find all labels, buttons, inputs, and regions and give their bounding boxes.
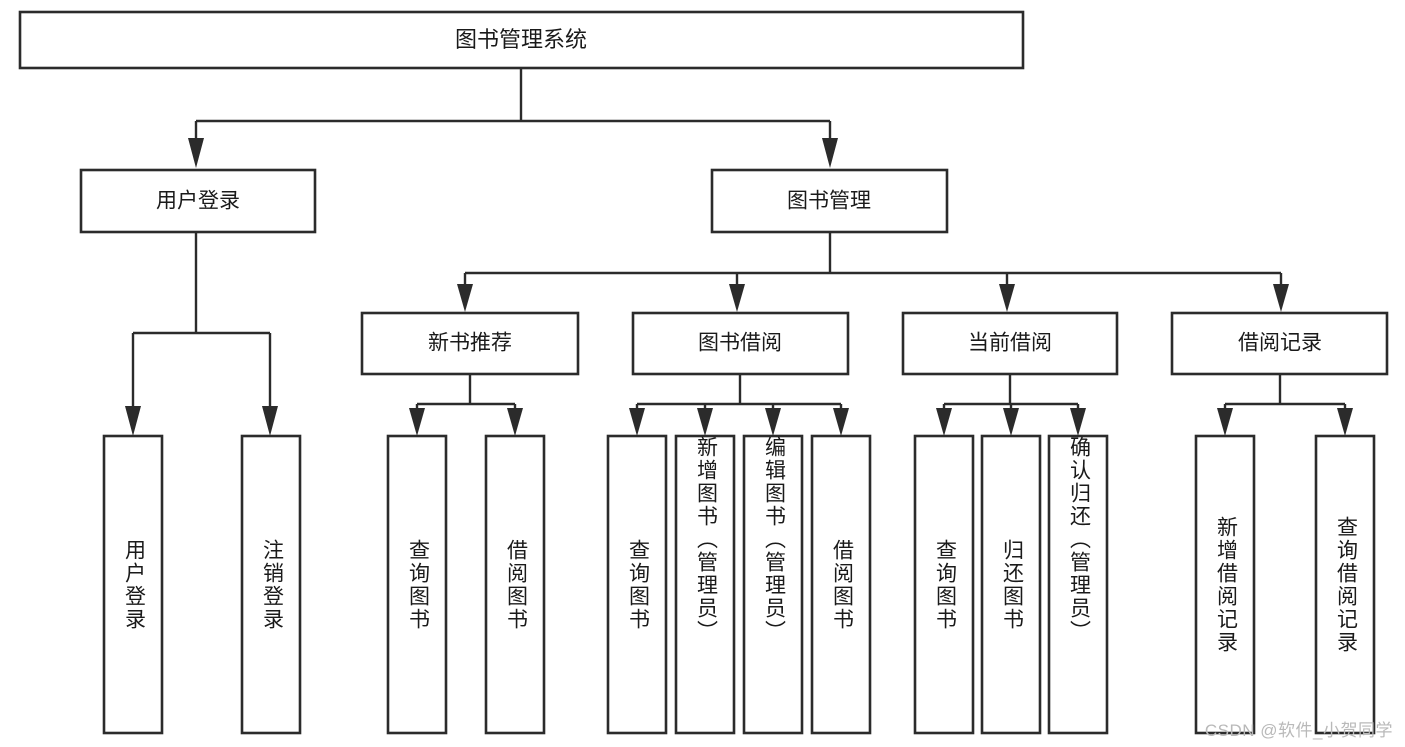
arrow-head-book-borrow [729,284,745,312]
watermark-text: CSDN @软件_小贺同学 [1204,721,1393,740]
node-boxes: 图书管理系统 用户登录 图书管理 新书推荐 图书借阅 当前借阅 借阅记录 [18,10,1389,735]
node-box-leaf-add-record[interactable] [1194,434,1256,735]
arrow-head-new-book-recommend [457,284,473,312]
node-label-new-book-recommend: 新书推荐 [428,332,512,355]
node-label-user-login: 用户登录 [156,190,240,213]
node-box-leaf-query-book-1[interactable] [386,434,448,735]
node-label-book-management: 图书管理 [787,190,871,213]
arrow-head-leaf-query-book-1 [409,408,425,436]
connectors [125,68,1353,436]
node-box-leaf-return-book[interactable] [980,434,1042,735]
node-box-borrow-records[interactable] [1170,311,1389,376]
node-box-leaf-add-book[interactable] [674,434,736,735]
node-label-current-borrow: 当前借阅 [968,332,1052,355]
arrow-head-leaf-query-book-3 [936,408,952,436]
node-box-leaf-borrow-book-1[interactable] [484,434,546,735]
node-box-root[interactable] [18,10,1025,70]
arrow-head-leaf-borrow-book-2 [833,408,849,436]
arrow-head-leaf-return-book [1003,408,1019,436]
arrow-head-leaf-borrow-book-1 [507,408,523,436]
arrow-head-leaf-logout [262,406,278,436]
node-box-leaf-edit-book[interactable] [742,434,804,735]
node-box-new-book-recommend[interactable] [360,311,580,376]
node-box-leaf-user-login[interactable] [102,434,164,735]
node-label-book-borrow: 图书借阅 [698,332,782,355]
node-box-leaf-query-book-2[interactable] [606,434,668,735]
arrow-head-leaf-add-record [1217,408,1233,436]
node-box-book-borrow[interactable] [631,311,850,376]
arrow-head-leaf-query-record [1337,408,1353,436]
node-box-leaf-query-record[interactable] [1314,434,1376,735]
node-box-user-login[interactable] [79,168,317,234]
node-box-leaf-borrow-book-2[interactable] [810,434,872,735]
node-label-root: 图书管理系统 [455,27,587,52]
node-box-leaf-logout[interactable] [240,434,302,735]
arrow-head-leaf-query-book-2 [629,408,645,436]
node-label-borrow-records: 借阅记录 [1238,332,1322,355]
arrow-head-book-mgmt [822,138,838,168]
arrow-head-leaf-edit-book [765,408,781,436]
arrow-head-borrow-records [1273,284,1289,312]
node-box-leaf-query-book-3[interactable] [913,434,975,735]
arrow-head-user-login [188,138,204,168]
arrow-head-leaf-add-book [697,408,713,436]
arrow-head-leaf-user-login [125,406,141,436]
node-box-leaf-confirm-return[interactable] [1047,434,1109,735]
arrow-head-current-borrow [999,284,1015,312]
node-box-book-management[interactable] [710,168,949,234]
node-box-current-borrow[interactable] [901,311,1119,376]
arrow-head-leaf-confirm-return [1070,408,1086,436]
